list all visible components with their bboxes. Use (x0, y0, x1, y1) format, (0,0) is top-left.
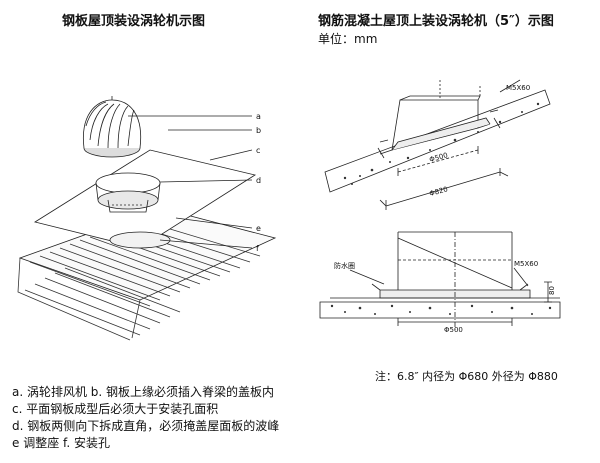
mounting-hole (109, 231, 171, 249)
right-diagram-title: 钢筋混凝土屋顶上装设涡轮机（5″）示图 (318, 14, 554, 29)
callout-b: b (256, 126, 261, 135)
upper-dim-outer: Φ820 (428, 185, 448, 198)
legend-line: e 调整座 f. 安装孔 (12, 436, 110, 450)
callout-d: d (256, 176, 261, 185)
corrugated-roof-sheet (17, 207, 277, 341)
adjusting-seat (95, 172, 161, 213)
unit-label: 单位：mm (318, 32, 378, 46)
callout-e: e (256, 224, 261, 233)
lower-dim-height: 80 (548, 286, 556, 295)
upper-dim-inner: Φ500 (428, 151, 448, 164)
callout-a: a (256, 112, 261, 121)
size-note: 注：6.8″ 内径为 Φ680 外径为 Φ880 (375, 370, 558, 383)
legend-line: c. 平面钢板成型后必须大于安装孔面积 (12, 402, 219, 416)
left-diagram-title: 钢板屋顶装设涡轮机示图 (62, 14, 206, 29)
callout-c: c (256, 146, 260, 155)
lower-dim-base: Φ500 (444, 326, 463, 334)
turbine-ventilator (82, 96, 142, 158)
legend-line: a. 涡轮排风机 b. 钢板上缘必须插入脊梁的盖板内 (12, 385, 275, 399)
upper-bolt-label: M5X60 (506, 84, 530, 92)
lower-section-detail (319, 231, 561, 330)
waterproof-ring-label: 防水圈 (334, 261, 355, 270)
legend-list: a. 涡轮排风机 b. 钢板上缘必须插入脊梁的盖板内 c. 平面钢板成型后必须大… (12, 384, 279, 452)
upper-sloped-detail (324, 79, 551, 210)
legend-line: d. 钢板两侧向下拆成直角，必须掩盖屋面板的波峰 (12, 419, 280, 433)
callout-f: f (256, 244, 259, 253)
lower-bolt-label: M5X60 (514, 260, 538, 268)
